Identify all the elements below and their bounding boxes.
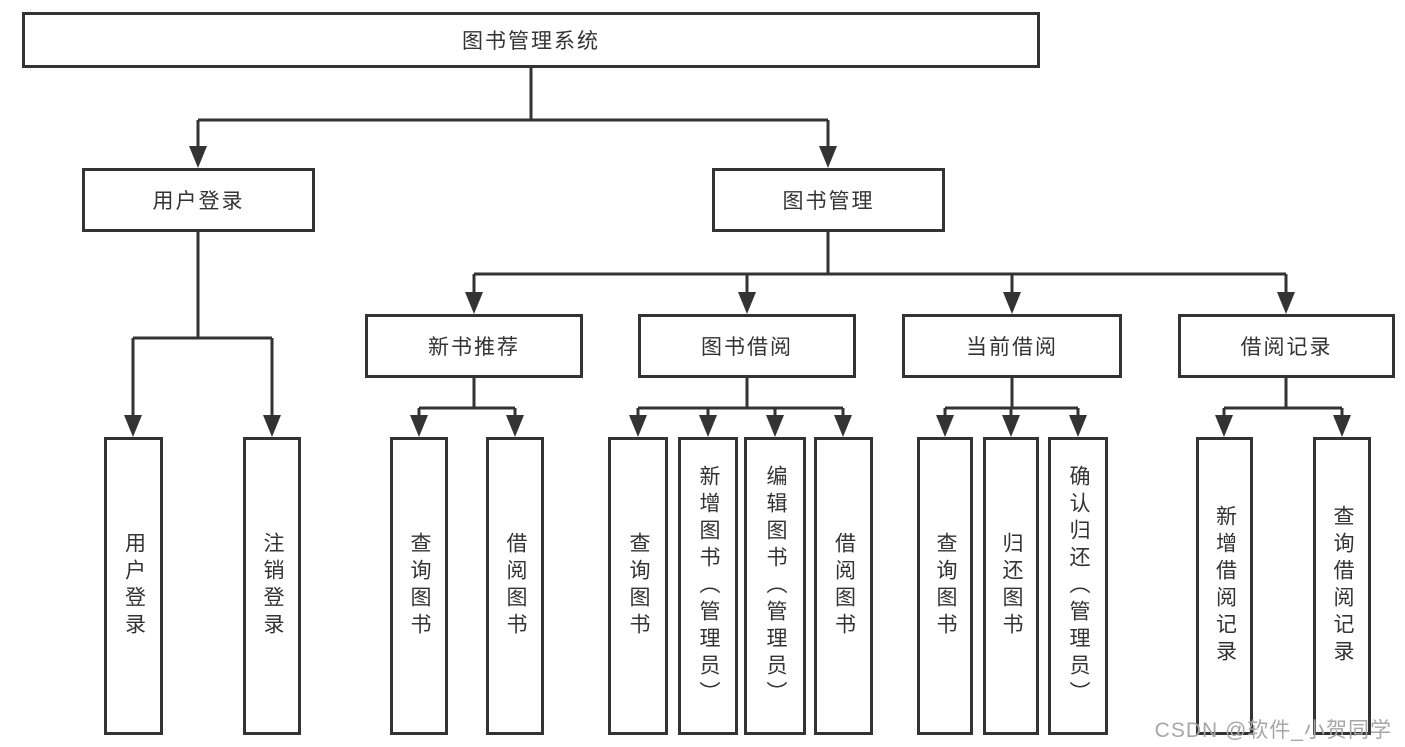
node-current-borrow: 当前借阅	[902, 314, 1122, 378]
node-book-borrow: 图书借阅	[638, 314, 856, 378]
node-borrow-records: 借阅记录	[1178, 314, 1395, 378]
leaf-user-login: 用户登录	[104, 437, 163, 735]
node-root: 图书管理系统	[22, 12, 1040, 68]
arrowheads	[124, 146, 1351, 437]
leaf-borrow-edit-admin: 编辑图书（管理员）	[744, 437, 806, 735]
leaf-current-query: 查询图书	[917, 437, 973, 735]
node-book-management: 图书管理	[712, 168, 945, 232]
leaf-borrow-add-admin: 新增图书（管理员）	[678, 437, 738, 735]
node-new-book-recommend: 新书推荐	[365, 314, 583, 378]
watermark: CSDN @软件_小贺同学	[1154, 719, 1392, 742]
leaf-current-return: 归还图书	[983, 437, 1039, 735]
leaf-newbook-query: 查询图书	[390, 437, 448, 735]
leaf-logout: 注销登录	[243, 437, 301, 735]
node-user-login: 用户登录	[82, 168, 315, 232]
leaf-borrow-query: 查询图书	[608, 437, 668, 735]
leaf-records-query: 查询借阅记录	[1313, 437, 1371, 735]
leaf-records-add: 新增借阅记录	[1196, 437, 1253, 735]
leaf-newbook-borrow: 借阅图书	[486, 437, 544, 735]
leaf-borrow-book: 借阅图书	[814, 437, 873, 735]
leaf-current-confirm-admin: 确认归还（管理员）	[1048, 437, 1108, 735]
